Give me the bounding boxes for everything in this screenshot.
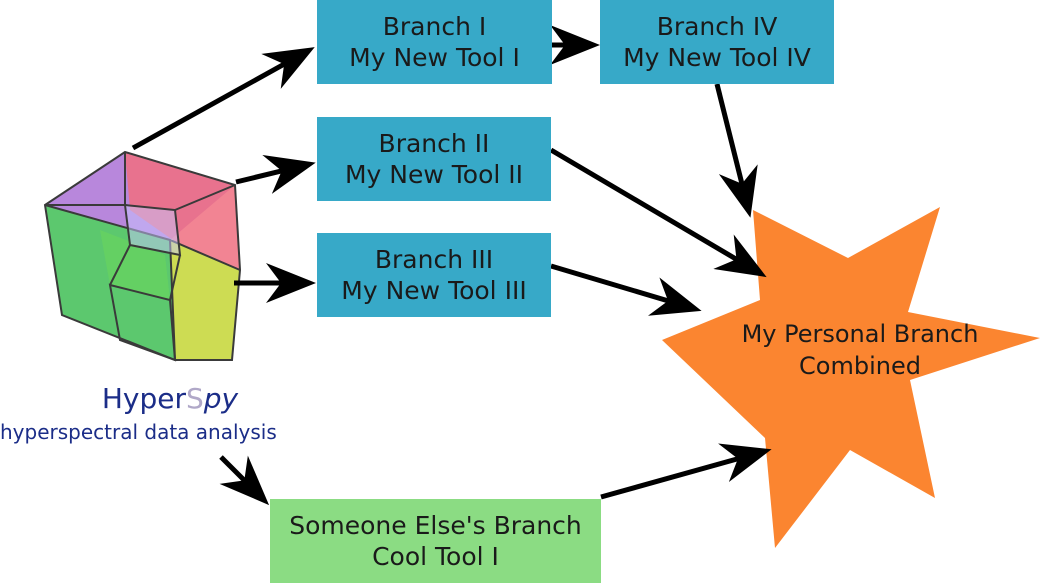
- branch1-tool: My New Tool I: [349, 43, 520, 72]
- branch3-box: Branch III My New Tool III: [317, 233, 551, 317]
- branch4-title: Branch IV: [656, 12, 778, 41]
- arrow-logo-to-branch1: [131, 47, 315, 151]
- wordmark-hyper: Hyper: [101, 382, 186, 415]
- personal-branch-line2: Combined: [799, 352, 921, 380]
- cool-branch-title: Someone Else's Branch: [289, 511, 582, 540]
- branch3-title: Branch III: [374, 245, 494, 274]
- cool-tool-box: Someone Else's Branch Cool Tool I: [270, 499, 601, 583]
- branch1-box: Branch I My New Tool I: [317, 0, 552, 84]
- arrow-logo-to-branch2: [235, 155, 316, 194]
- branch2-box: Branch II My New Tool II: [317, 117, 551, 201]
- cool-tool-name: Cool Tool I: [372, 542, 499, 571]
- arrow-branch2-to-personal: [549, 147, 767, 278]
- hyperspy-wordmark: HyperSpy: [60, 382, 280, 415]
- branch4-tool: My New Tool IV: [623, 43, 811, 72]
- wordmark-py: py: [203, 382, 239, 415]
- personal-branch-label: My Personal Branch Combined: [700, 318, 1020, 382]
- wordmark-s: S: [186, 382, 204, 415]
- branch3-tool: My New Tool III: [341, 276, 527, 305]
- arrow-branch4-to-personal: [714, 83, 758, 218]
- branch2-tool: My New Tool II: [344, 160, 524, 189]
- hyperspy-cube-logo: [43, 150, 242, 362]
- personal-branch-line1: My Personal Branch: [741, 320, 979, 348]
- arrow-branch3-to-personal: [550, 263, 702, 316]
- arrow-logo-to-cool: [219, 455, 270, 506]
- branch2-title: Branch II: [378, 129, 490, 158]
- arrow-cool-to-personal: [600, 443, 772, 500]
- hyperspy-tagline: hyperspectral data analysis: [0, 420, 277, 444]
- branch1-title: Branch I: [382, 12, 487, 41]
- personal-branch-star: [662, 207, 1040, 548]
- branch4-box: Branch IV My New Tool IV: [600, 0, 834, 84]
